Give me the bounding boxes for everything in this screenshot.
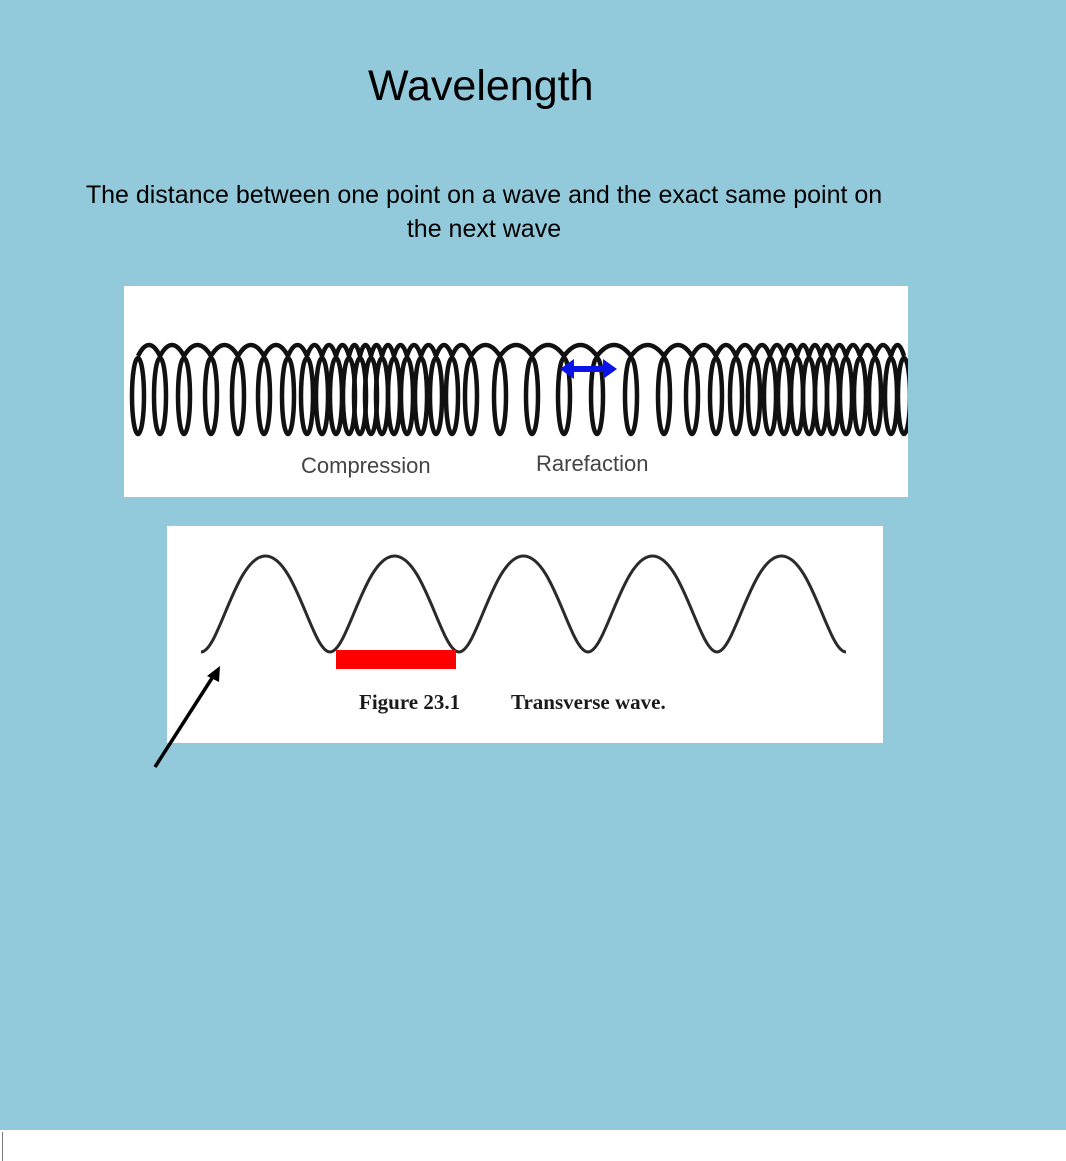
spring-coil-loop [523,355,541,437]
spring-coils [129,342,908,437]
spring-coil-loop [427,355,445,437]
spring-coil-loop [895,355,908,437]
spring-coil-loop [151,355,169,437]
spring-coil-loop [462,355,480,437]
spring-coil-loop [655,355,673,437]
spring-coil-loop [175,355,193,437]
spring-coil-loop [129,355,147,437]
transverse-wave-line [200,554,847,654]
transverse-wave-diagram: Figure 23.1 Transverse wave. [200,554,847,714]
spring-coil-loop [555,355,573,437]
spring-coil-loop [727,355,745,437]
spring-coil-loop [851,355,869,437]
spring-diagram: Compression Rarefaction [129,342,908,478]
spring-coil-loop [588,355,606,437]
longitudinal-wave-figure: Compression Rarefaction [124,286,908,497]
rarefaction-label: Rarefaction [536,451,649,476]
definition-text: The distance between one point on a wave… [85,181,883,243]
spring-coil-loop [229,355,247,437]
spring-coil-loop [202,355,220,437]
figure-caption-text: Transverse wave. [511,690,666,714]
slide-title: Wavelength [368,62,594,110]
spring-coil-loop [279,355,297,437]
spring-coil-loop [443,355,461,437]
spring-coil-loop [412,355,430,437]
spring-top-arcs [135,342,907,358]
bottom-strip [0,1130,1066,1161]
spring-coil-loop [491,355,509,437]
pointer-arrow-head [207,666,220,682]
figure-caption-number: Figure 23.1 [359,690,460,714]
spring-coil-loop [745,355,763,437]
wavelength-double-arrow-left-head [560,359,574,379]
pointer-arrow [153,666,220,768]
wavelength-double-arrow-right-head [603,359,617,379]
spring-coil-loop [866,355,884,437]
pointer-arrow-shaft [153,674,216,768]
compression-label: Compression [301,453,431,478]
bottom-edge-mark [2,1132,3,1161]
spring-coil-loop [622,355,640,437]
wavelength-double-arrow [560,359,617,379]
spring-coil-loop [298,355,316,437]
spring-coil-loop [683,355,701,437]
spring-coil-loop [255,355,273,437]
wavelength-bar [336,650,456,669]
transverse-wave-figure: Figure 23.1 Transverse wave. [167,526,883,743]
spring-coil-loop [707,355,725,437]
